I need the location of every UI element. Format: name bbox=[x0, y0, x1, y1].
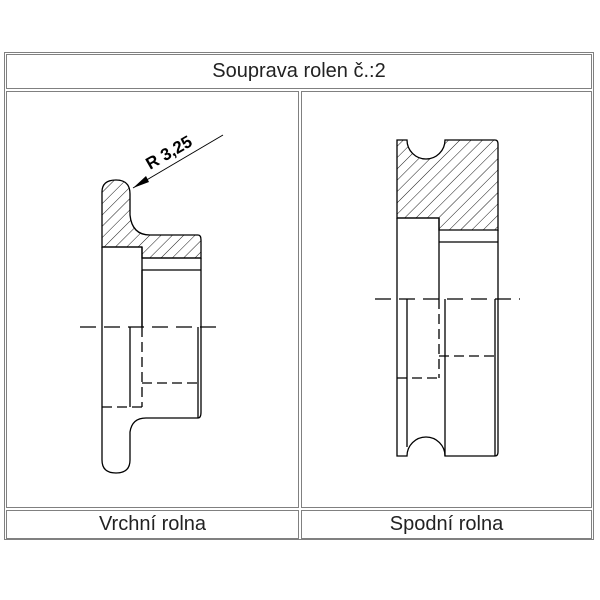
table-frame bbox=[4, 52, 594, 540]
arrow-icon bbox=[133, 176, 149, 188]
caption-top-roller: Vrchní rolna bbox=[6, 510, 299, 539]
dimension-leader bbox=[132, 134, 224, 189]
top-roller-outline bbox=[101, 247, 202, 474]
table-title: Souprava rolen č.:2 bbox=[6, 54, 592, 89]
caption-bottom-roller: Spodní rolna bbox=[301, 510, 592, 539]
bottom-roller-drawing bbox=[375, 139, 520, 457]
top-roller-drawing: R 3,25 bbox=[80, 132, 224, 474]
top-roller-section-hatched bbox=[101, 179, 202, 259]
drawing-cell-top-roller bbox=[6, 91, 299, 508]
bottom-roller-outline bbox=[396, 218, 499, 457]
drawing-cell-bottom-roller bbox=[301, 91, 592, 508]
bottom-roller-section-hatched bbox=[396, 139, 499, 231]
